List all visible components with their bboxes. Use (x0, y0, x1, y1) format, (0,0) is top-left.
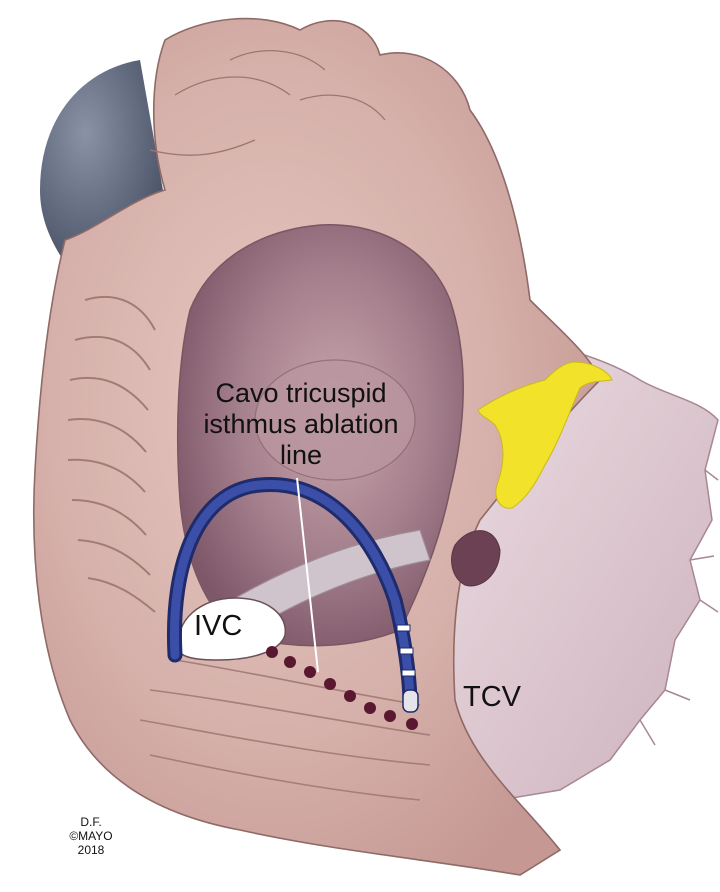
catheter-electrodes (396, 624, 416, 677)
coronary-sinus-ostium (451, 530, 501, 587)
pectinate-muscles (67, 295, 156, 613)
label-cavo-tricuspid-isthmus-ablation-line: Cavo tricuspid isthmus ablation line (176, 378, 426, 471)
catheter-tip (402, 689, 419, 713)
isthmus-floor (139, 659, 431, 801)
valve-fringe (639, 469, 719, 746)
appendage-folds (149, 50, 386, 156)
label-cti-line1: Cavo tricuspid (215, 378, 387, 408)
credit-year: 2018 (77, 843, 105, 857)
illustration-credit: D.F. ©MAYO 2018 (56, 815, 126, 857)
sinus-node (477, 361, 613, 509)
label-leader-line (296, 477, 319, 673)
label-cti-line2: isthmus ablation (203, 409, 399, 439)
ivc-opening (177, 597, 286, 661)
label-ivc: IVC (194, 610, 243, 642)
credit-owner: ©MAYO (69, 829, 113, 843)
fossa-ovalis (254, 359, 416, 481)
ablation-lesions (266, 646, 418, 730)
credit-initials: D.F. (80, 815, 102, 829)
label-cti-line3: line (279, 440, 323, 470)
label-tcv: TCV (463, 681, 521, 713)
